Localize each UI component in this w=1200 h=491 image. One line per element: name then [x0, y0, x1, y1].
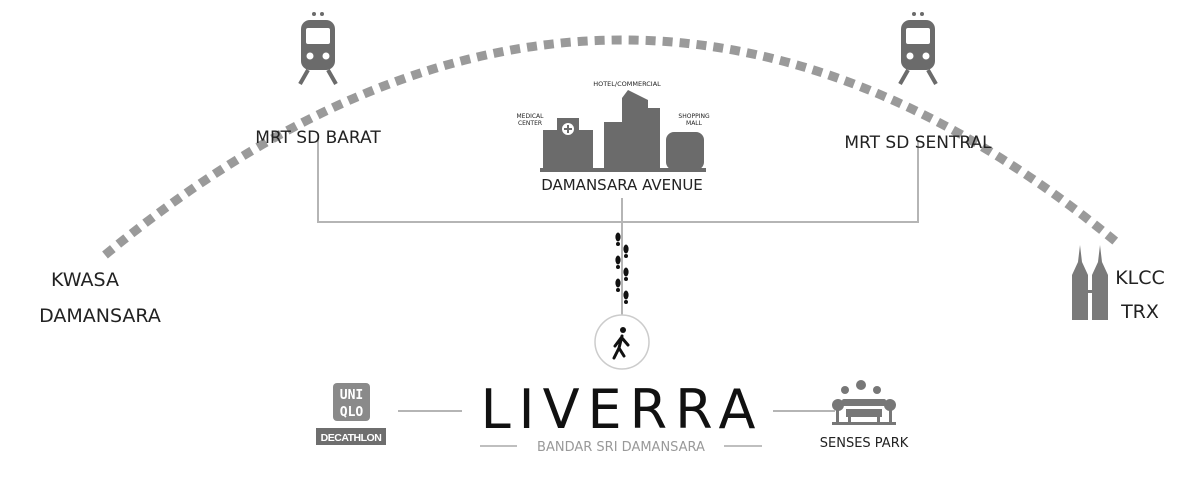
mrt-sd-barat-label: MRT SD BARAT [255, 128, 381, 148]
petronas-towers-icon [1072, 245, 1108, 320]
damansara-avenue-title: DAMANSARA AVENUE [541, 176, 703, 194]
klcc-label: KLCC [1115, 267, 1165, 289]
medical-label-1: MEDICAL [517, 113, 545, 120]
decathlon-text: DECATHLON [321, 432, 382, 444]
train-icon [898, 10, 938, 86]
mrt-sd-sentral-label: MRT SD SENTRAL [844, 133, 992, 153]
transit-arc [102, 35, 1123, 259]
connector-bracket [317, 140, 919, 223]
senses-park-label: SENSES PARK [820, 436, 909, 451]
liverra-subtitle: BANDAR SRI DAMANSARA [537, 440, 705, 455]
damansara-avenue-buildings-icon [540, 90, 706, 172]
uniqlo-text-1: UNI [340, 388, 363, 403]
kwasa-label-1: KWASA [51, 269, 119, 291]
liverra-logo: LIVERRA [481, 378, 764, 441]
park-bench-icon [832, 380, 896, 425]
decathlon-logo [316, 428, 386, 445]
medical-label-2: CENTER [518, 120, 542, 127]
uniqlo-text-2: QLO [340, 405, 364, 420]
mall-label-2: MALL [686, 120, 703, 127]
pedestrian-icon [612, 327, 630, 360]
uniqlo-logo [333, 383, 370, 421]
trx-label: TRX [1120, 301, 1159, 323]
train-icon [298, 10, 338, 86]
kwasa-label-2: DAMANSARA [39, 305, 161, 327]
hotel-commercial-label: HOTEL/COMMERCIAL [593, 80, 661, 88]
mall-label-1: SHOPPING [678, 113, 710, 120]
